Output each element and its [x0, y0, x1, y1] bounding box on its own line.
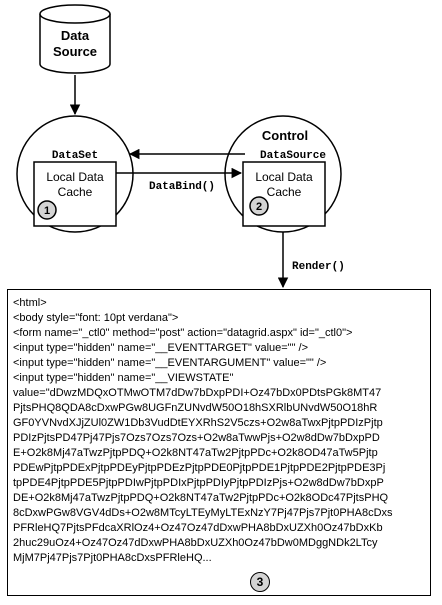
data-source-label-line1: Data	[61, 28, 90, 43]
dataset-cache-line1: Local Data	[46, 170, 104, 184]
dataset-title: DataSet	[52, 150, 98, 162]
code-line: GF0YVNvdXJjZUl0ZW1Db3VudDtEYXRhS2V5czs+O…	[13, 417, 383, 429]
dataset-badge: 1	[44, 205, 50, 217]
dataset-cache-line2: Cache	[58, 185, 93, 199]
code-line: 8cDxwPGw8VGV4dDs+O2w8MTcyLTEyMyLTExNzY7P…	[13, 507, 393, 519]
code-line: PDIzPjtsPD47Pj47Pjs7Ozs7Ozs7Ozs+O2w8aTww…	[13, 432, 380, 444]
render-label: Render()	[292, 261, 345, 273]
control-datasource-label: DataSource	[260, 150, 326, 162]
data-source-label-line2: Source	[53, 44, 97, 59]
data-source-cylinder: Data Source	[39, 4, 111, 74]
control-badge-circle	[249, 196, 269, 216]
code-line: PFRleHQ7PjtsPFdcaXRlOz4+Oz47Oz47dDxwPHA8…	[13, 522, 383, 534]
code-line: <html>	[13, 297, 47, 309]
html-code: <html> <body style="font: 10pt verdana">…	[13, 296, 425, 566]
code-line: <body style="font: 10pt verdana">	[13, 312, 179, 324]
code-line: <input type="hidden" name="__EVENTARGUME…	[13, 357, 327, 369]
code-line: 2huc29uOz4+Oz47Oz47dDxwPHA8bDxUZXh0Oz47b…	[13, 537, 378, 549]
control-node: Control DataSource Local Data Cache 2	[224, 115, 342, 233]
html-output-badge: 3	[250, 572, 270, 592]
dataset-node: DataSet Local Data Cache 1	[16, 115, 134, 233]
html-output-box: <html> <body style="font: 10pt verdana">…	[7, 289, 431, 596]
code-line: E+O2k8Mj47aTwzPjtpPDQ+O2k8NT47aTw2PjtpPD…	[13, 447, 378, 459]
code-line: <input type="hidden" name="__EVENTTARGET…	[13, 342, 309, 354]
dataset-badge-circle	[37, 200, 57, 220]
code-line: <input type="hidden" name="__VIEWSTATE"	[13, 372, 234, 384]
control-badge: 2	[256, 201, 262, 213]
control-title: Control	[262, 128, 308, 143]
control-cache-line2: Cache	[267, 185, 302, 199]
code-line: DE+O2k8Mj47aTwzPjtpPDQ+O2k8NT47aTw2PjtpP…	[13, 492, 389, 504]
code-line: <form name="_ctl0" method="post" action=…	[13, 327, 353, 339]
code-line: PDEwPjtpPDExPjtpPDEyPjtpPDEzPjtpPDE0Pjtp…	[13, 462, 386, 474]
databind-label: DataBind()	[149, 181, 215, 193]
code-line: value="dDwzMDQxOTMwOTM7dDw7bDxpPDI+Oz47b…	[13, 387, 382, 399]
code-line: MjM7Pj47Pjs7Pjt0PHA8cDxsPFRleHQ...	[13, 552, 212, 564]
control-cache-line1: Local Data	[255, 170, 313, 184]
code-line: PjtsPHQ8QDA8cDxwPGw8UGFnZUNvdW50O18hSXRl…	[13, 402, 378, 414]
code-line: tpPDE4PjtpPDE5PjtpPDIwPjtpPDIxPjtpPDIyPj…	[13, 477, 384, 489]
